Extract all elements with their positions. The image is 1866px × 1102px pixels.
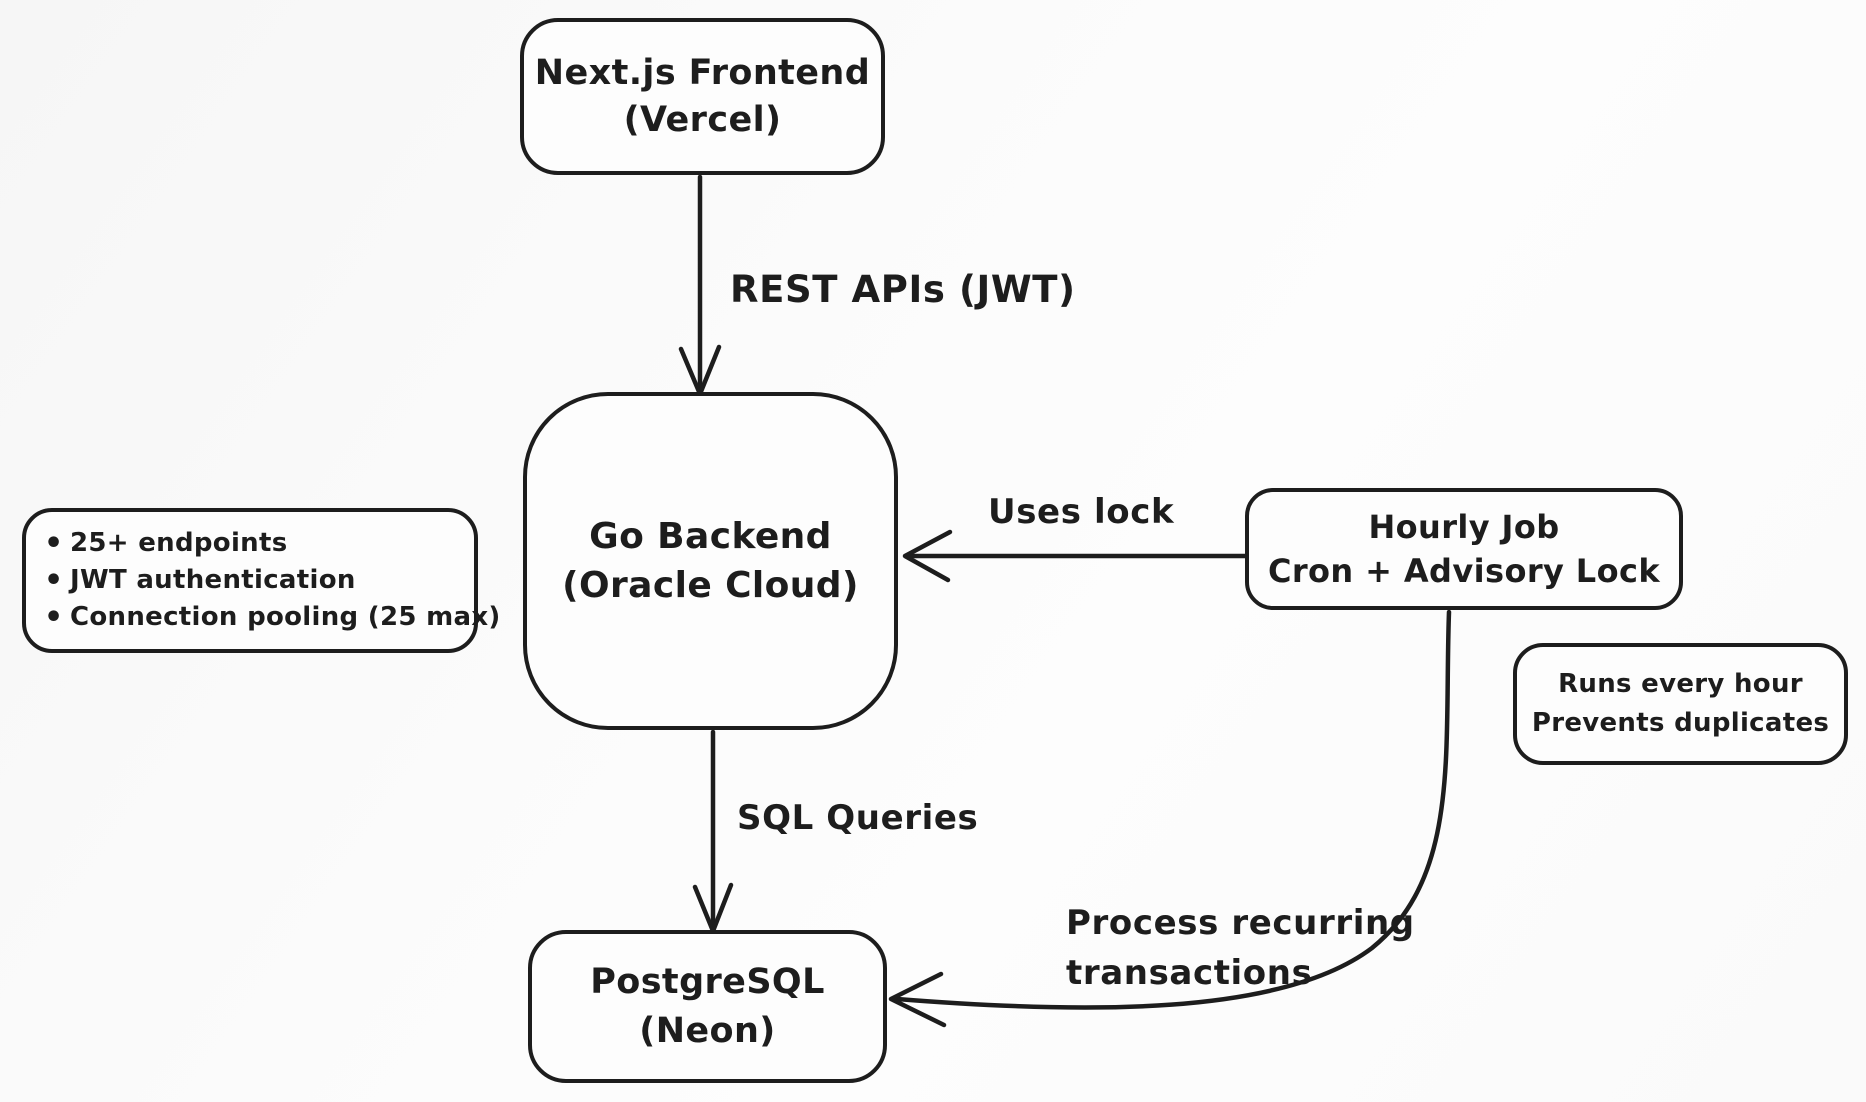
node-hourly-job-subtitle: Cron + Advisory Lock xyxy=(1267,552,1661,590)
node-nextjs-frontend-subtitle: (Vercel) xyxy=(623,99,782,140)
note-backend-details[interactable]: 25+ endpoints JWT authentication Connect… xyxy=(22,508,500,653)
edge-job-to-backend-arrow xyxy=(902,529,1248,583)
edge-label-process-recurring-line2: transactions xyxy=(1066,953,1313,993)
node-postgresql[interactable]: PostgreSQL (Neon) xyxy=(528,930,887,1083)
node-postgresql-subtitle: (Neon) xyxy=(639,1010,776,1051)
edge-label-process-recurring-line1: Process recurring xyxy=(1066,903,1415,943)
edge-label-uses-lock: Uses lock xyxy=(988,492,1175,532)
node-go-backend-subtitle: (Oracle Cloud) xyxy=(562,565,859,606)
node-nextjs-frontend[interactable]: Next.js Frontend (Vercel) xyxy=(520,18,885,175)
node-hourly-job-title: Hourly Job xyxy=(1368,508,1560,546)
backend-detail-item: Connection pooling (25 max) xyxy=(44,599,501,636)
node-nextjs-frontend-title: Next.js Frontend xyxy=(534,52,871,93)
hourly-job-detail-line: Runs every hour xyxy=(1558,669,1803,699)
edge-label-sql-queries: SQL Queries xyxy=(737,798,979,838)
edge-backend-to-postgres-arrow xyxy=(692,729,734,934)
node-hourly-job[interactable]: Hourly Job Cron + Advisory Lock xyxy=(1245,488,1683,610)
node-go-backend[interactable]: Go Backend (Oracle Cloud) xyxy=(523,392,898,730)
backend-detail-item: 25+ endpoints xyxy=(44,525,501,562)
edge-frontend-to-backend-arrow xyxy=(678,174,722,397)
edge-label-rest-apis: REST APIs (JWT) xyxy=(730,268,1076,311)
node-postgresql-title: PostgreSQL xyxy=(590,961,825,1002)
backend-detail-item: JWT authentication xyxy=(44,562,501,599)
node-go-backend-title: Go Backend xyxy=(589,516,832,557)
backend-details-list: 25+ endpoints JWT authentication Connect… xyxy=(26,525,511,636)
note-hourly-job-details[interactable]: Runs every hour Prevents duplicates xyxy=(1513,643,1848,765)
edge-label-process-recurring: Process recurring transactions xyxy=(1066,898,1415,998)
hourly-job-detail-line: Prevents duplicates xyxy=(1531,708,1830,738)
